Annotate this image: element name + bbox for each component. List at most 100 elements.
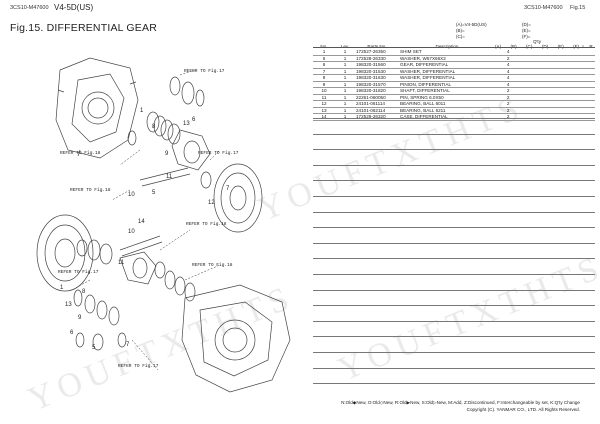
part-number: 9 — [165, 151, 169, 157]
cell-empty — [555, 87, 568, 95]
qty-col-header: (F) — [573, 44, 579, 49]
col-no: No. — [320, 44, 328, 49]
ruled-line — [313, 383, 595, 385]
ruled-line — [313, 274, 595, 275]
cell-empty — [544, 68, 556, 75]
cell-empty — [555, 68, 568, 75]
cell-parts: 172529-26320 — [355, 113, 399, 121]
cell-desc: SHAFT, DIFFERENTIAL — [399, 87, 495, 95]
cell-parts: 172528-26330 — [355, 55, 399, 62]
part-number: 11 — [166, 174, 173, 180]
cell-empty — [555, 81, 568, 88]
cell-empty — [544, 81, 556, 88]
cell-desc: CASE, DIFFERENTIAL — [399, 113, 495, 121]
callout-refer: REFER TO Fig.17 — [184, 69, 225, 74]
cell-empty — [579, 87, 587, 95]
col-lev: Lev. — [340, 44, 350, 49]
cell-empty — [567, 87, 579, 95]
cell-empty — [555, 94, 568, 101]
cell-qty: 4 — [495, 49, 522, 56]
cell-empty — [532, 81, 545, 88]
cell-qty: 4 — [495, 74, 522, 82]
cell-no: 14 — [313, 113, 335, 121]
qty-legend: (D)= (E)= (F)= — [522, 22, 531, 40]
cell-empty — [579, 61, 587, 69]
cell-lev: 1 — [335, 49, 355, 56]
cell-empty — [567, 94, 579, 101]
cell-empty — [521, 68, 533, 75]
part-number: 8 — [152, 124, 156, 130]
cell-empty — [521, 61, 533, 69]
cell-empty — [567, 55, 579, 62]
cell-lev: 1 — [335, 94, 355, 101]
col-i: I — [582, 44, 584, 49]
legend-c: (C)= — [456, 34, 465, 39]
footer: N:Old◆New, O:Old◇New, R:Old▶New, S:Old▷N… — [341, 399, 580, 413]
cell-empty — [532, 49, 545, 56]
cell-empty — [587, 113, 595, 121]
part-number: 13 — [65, 302, 72, 308]
cell-empty — [544, 61, 556, 69]
cell-empty — [567, 61, 579, 69]
cell-empty — [544, 100, 556, 108]
cell-empty — [579, 49, 587, 56]
callout-refer: REFER TO Fig.17 — [118, 364, 159, 369]
part-number: 11 — [118, 260, 125, 266]
cell-empty — [555, 107, 568, 114]
cell-no: 13 — [313, 107, 335, 114]
cell-empty — [544, 107, 556, 114]
cell-desc: WASHER, DIFFERENTIAL — [399, 74, 495, 82]
cell-empty — [579, 100, 587, 108]
cell-empty — [567, 113, 579, 121]
ruled-line — [313, 211, 595, 213]
upper-housing — [55, 57, 139, 159]
part-number: 10 — [128, 229, 135, 235]
lower-housing — [181, 284, 291, 393]
cell-empty — [532, 68, 545, 75]
cell-empty — [521, 74, 533, 82]
callout-refer: REFER TO Fig.18 — [192, 263, 233, 268]
cell-parts: 198320-31630 — [355, 74, 399, 82]
cell-empty — [532, 74, 545, 82]
qty-subcols: (A)(B)(C)(D)(E)(F) — [495, 44, 579, 49]
cell-empty — [544, 49, 556, 56]
cell-parts: 172527-26350 — [355, 49, 399, 56]
cell-desc: WASHER, DIFFERENTIAL — [399, 68, 495, 75]
qty-col-header: (C) — [526, 44, 533, 49]
cell-desc: PIN, SPRING 6.0X50 — [399, 94, 495, 101]
ruled-line — [313, 289, 595, 291]
cell-empty — [587, 100, 595, 108]
cell-empty — [567, 49, 579, 56]
table-header-row: No. Lev. Parts No. Description Q'ty (A)(… — [313, 39, 595, 49]
cell-empty — [567, 81, 579, 88]
legend-b: (B)= — [456, 28, 465, 33]
cell-qty: 2 — [495, 87, 522, 95]
cell-no: 5 — [313, 55, 335, 62]
footer-legend: N:Old◆New, O:Old◇New, R:Old▶New, S:Old▷N… — [341, 400, 580, 405]
ruled-line — [313, 149, 595, 151]
cell-empty — [521, 81, 533, 88]
part-number: 5 — [152, 190, 156, 196]
cell-qty: 2 — [495, 113, 522, 121]
ruled-line — [313, 258, 595, 260]
part-number: 8 — [82, 289, 86, 295]
table-header-separator — [313, 47, 595, 48]
callout-refer: REFER TO Fig.18 — [70, 188, 111, 193]
cell-parts: 24101-062114 — [355, 107, 399, 114]
cell-no: 7 — [313, 68, 335, 75]
cell-empty — [587, 81, 595, 88]
footer-copyright: Copyright (C). YANMAR CO., LTD. All Righ… — [466, 407, 580, 412]
cell-empty — [587, 49, 595, 56]
cell-empty — [521, 94, 533, 101]
cell-empty — [555, 61, 568, 69]
callout-refer: REFER TO Fig.18 — [60, 151, 101, 156]
cell-empty — [587, 68, 595, 75]
figure-title: Fig.15. DIFFERENTIAL GEAR — [10, 22, 157, 34]
cell-empty — [521, 87, 533, 95]
cell-empty — [521, 49, 533, 56]
cell-empty — [587, 61, 595, 69]
